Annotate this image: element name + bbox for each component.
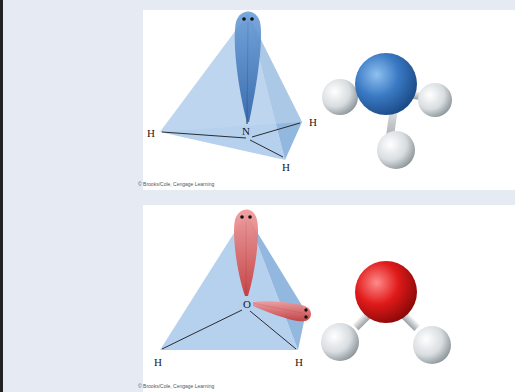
- tetrahedron: [160, 14, 302, 160]
- bond-lines: [162, 22, 300, 157]
- panel: [143, 10, 515, 190]
- atom-label: H: [154, 357, 162, 368]
- lone-pair: [235, 12, 261, 123]
- atom-label: H: [309, 117, 317, 128]
- copyright-note: © Brooks/Cole, Cengage Learning: [138, 384, 214, 389]
- atom-label: O: [243, 299, 251, 310]
- panel: [143, 205, 515, 392]
- bond-lines: [162, 222, 302, 349]
- atom-label: H: [147, 128, 155, 139]
- atom-label: N: [242, 126, 250, 137]
- atom-label: H: [282, 162, 290, 173]
- left-rule: [0, 0, 3, 392]
- tetrahedron: [160, 214, 306, 350]
- atom-label: H: [295, 357, 303, 368]
- lone-pair: [234, 210, 311, 322]
- copyright-note: © Brooks/Cole, Cengage Learning: [138, 182, 214, 187]
- ball-model: [322, 53, 452, 169]
- ball-model: [321, 261, 451, 364]
